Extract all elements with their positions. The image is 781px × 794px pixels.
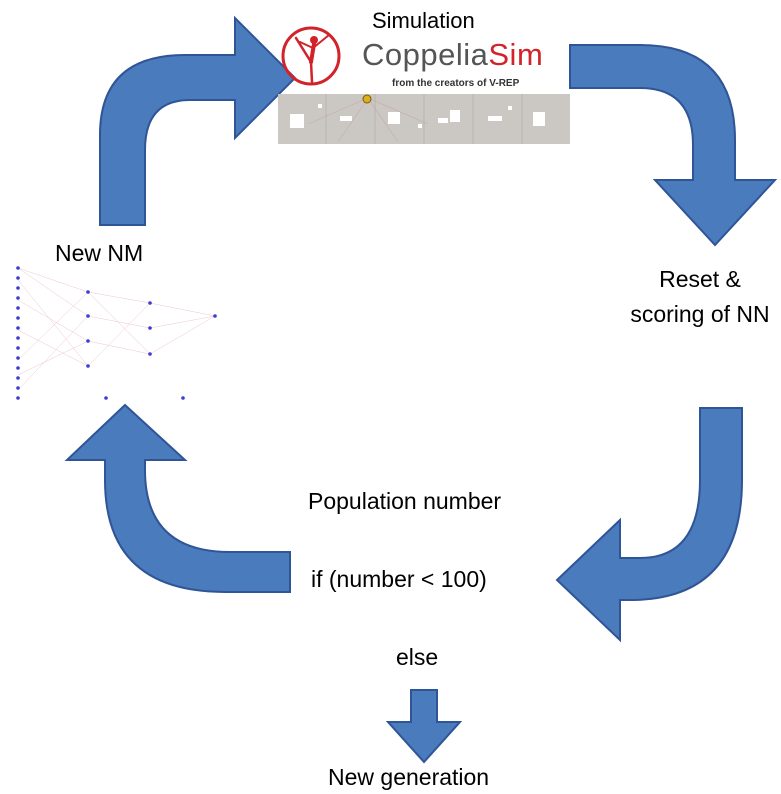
network-nodes — [16, 266, 217, 400]
arrow-to-new-nm — [64, 403, 291, 593]
simulation-screenshot — [278, 94, 570, 144]
new-generation-label: New generation — [328, 764, 490, 790]
logo-wordmark: CoppeliaSim — [362, 37, 543, 73]
logo-name-main: Coppelia — [362, 37, 489, 72]
logo-tagline: from the creators of V-REP — [392, 78, 520, 89]
simulation-title: Simulation — [372, 8, 475, 33]
condition-label: if (number < 100) — [311, 566, 487, 592]
new-nm-label: New NM — [55, 240, 144, 266]
logo-name-accent: Sim — [488, 37, 544, 72]
arrow-to-reset — [569, 44, 778, 247]
simulation-maze-image — [278, 94, 570, 144]
else-label: else — [396, 644, 439, 670]
dancer-icon — [294, 34, 330, 84]
arrow-to-simulation — [99, 15, 297, 226]
arrow-to-condition — [555, 407, 743, 643]
arrow-to-new-generation — [385, 689, 463, 764]
population-number-label: Population number — [308, 488, 502, 514]
reset-scoring-label: Reset & scoring of NN — [630, 266, 770, 327]
